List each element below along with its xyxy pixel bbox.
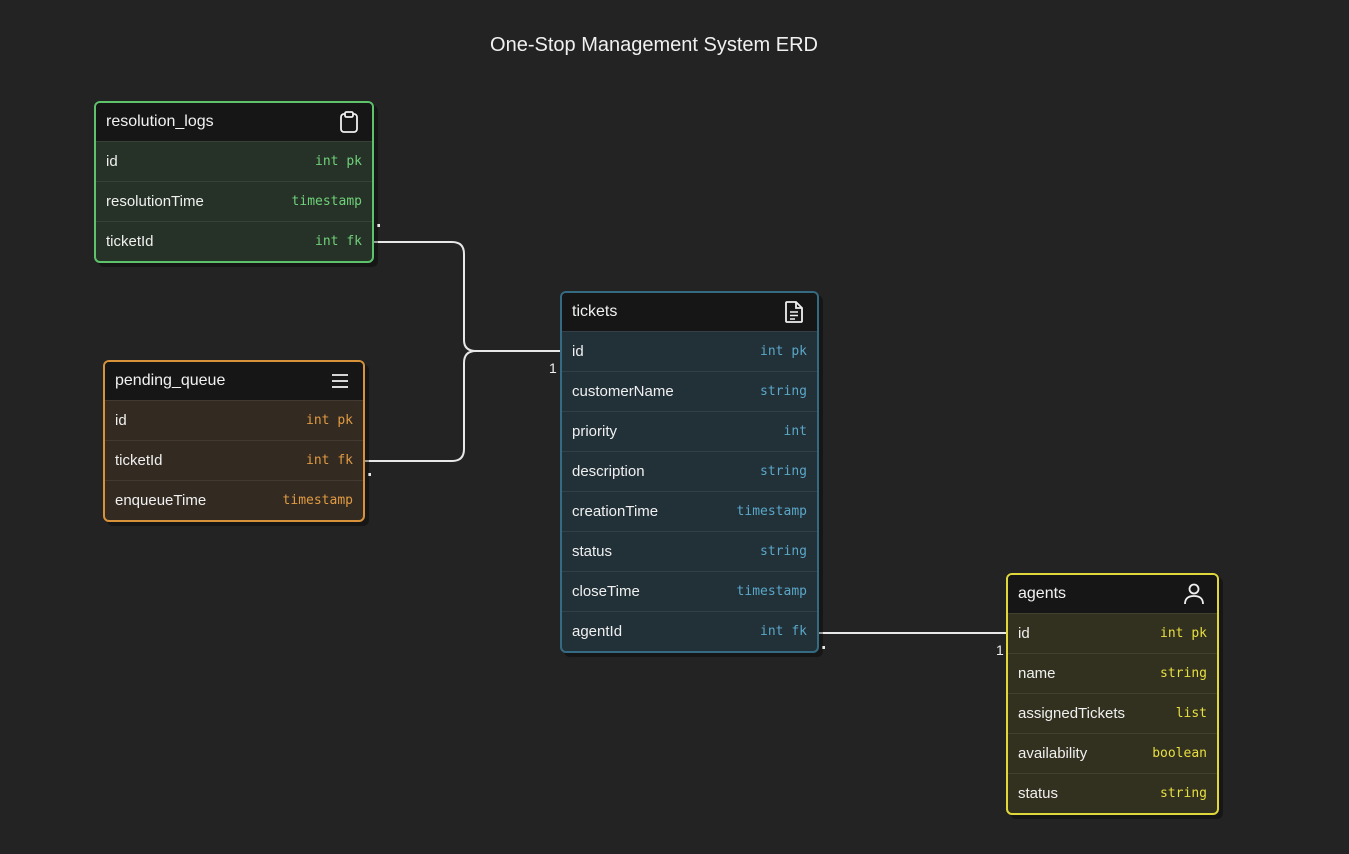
column-name: customerName <box>572 383 674 400</box>
table-row[interactable]: enqueueTime timestamp <box>105 480 363 520</box>
table-row[interactable]: id int pk <box>105 400 363 440</box>
table-row[interactable]: resolutionTime timestamp <box>96 181 372 221</box>
column-type: list <box>1175 706 1207 721</box>
column-type: string <box>760 464 807 479</box>
many-marker <box>822 646 825 649</box>
many-marker <box>377 224 380 227</box>
column-name: availability <box>1018 745 1088 762</box>
table-row[interactable]: description string <box>562 451 817 491</box>
column-name: ticketId <box>106 233 154 250</box>
table-name: resolution_logs <box>106 113 214 130</box>
column-type: timestamp <box>291 194 362 209</box>
table-row[interactable]: name string <box>1008 653 1217 693</box>
column-name: name <box>1018 665 1056 682</box>
table-row[interactable]: customerName string <box>562 371 817 411</box>
list-icon <box>327 368 353 394</box>
column-type: int pk <box>306 413 353 428</box>
column-name: priority <box>572 423 618 440</box>
column-type: int pk <box>315 154 362 169</box>
table-pending-queue[interactable]: pending_queue id int pk ticketId int fk en… <box>103 360 365 522</box>
table-row[interactable]: ticketId int fk <box>105 440 363 480</box>
user-icon <box>1181 581 1207 607</box>
column-type: int pk <box>760 344 807 359</box>
table-tickets[interactable]: tickets id int pk customerName string prio… <box>560 291 819 653</box>
table-resolution-logs[interactable]: resolution_logs id int pk resolutionTime t… <box>94 101 374 263</box>
column-name: description <box>572 463 645 480</box>
column-name: id <box>106 153 118 170</box>
cardinality-label: 1 <box>996 642 1004 658</box>
clipboard-icon <box>336 109 362 135</box>
table-row[interactable]: id int pk <box>96 141 372 181</box>
document-icon <box>781 299 807 325</box>
column-name: status <box>572 543 613 560</box>
column-type: string <box>760 384 807 399</box>
column-type: string <box>1160 666 1207 681</box>
edge-pending-queue-to-tickets <box>355 350 566 462</box>
column-name: assignedTickets <box>1018 705 1125 722</box>
table-row[interactable]: status string <box>1008 773 1217 813</box>
table-header[interactable]: agents <box>1008 575 1217 613</box>
edge-resolution-logs-to-tickets <box>366 241 566 352</box>
column-type: int pk <box>1160 626 1207 641</box>
column-name: enqueueTime <box>115 492 207 509</box>
table-row[interactable]: creationTime timestamp <box>562 491 817 531</box>
column-type: string <box>1160 786 1207 801</box>
column-type: timestamp <box>736 584 807 599</box>
table-header[interactable]: pending_queue <box>105 362 363 400</box>
table-row[interactable]: assignedTickets list <box>1008 693 1217 733</box>
table-header[interactable]: resolution_logs <box>96 103 372 141</box>
table-name: pending_queue <box>115 372 226 389</box>
table-row[interactable]: closeTime timestamp <box>562 571 817 611</box>
column-type: int fk <box>306 453 353 468</box>
table-header[interactable]: tickets <box>562 293 817 331</box>
cardinality-label: 1 <box>549 360 557 376</box>
column-name: resolutionTime <box>106 193 204 210</box>
column-name: closeTime <box>572 583 640 600</box>
column-name: status <box>1018 785 1059 802</box>
column-name: id <box>115 412 127 429</box>
column-name: id <box>572 343 584 360</box>
table-row[interactable]: id int pk <box>562 331 817 371</box>
diagram-title: One-Stop Management System ERD <box>490 34 818 56</box>
column-type: string <box>760 544 807 559</box>
column-name: ticketId <box>115 452 163 469</box>
table-row[interactable]: ticketId int fk <box>96 221 372 261</box>
column-type: int <box>783 424 807 439</box>
table-row[interactable]: id int pk <box>1008 613 1217 653</box>
column-type: timestamp <box>736 504 807 519</box>
column-name: creationTime <box>572 503 659 520</box>
column-name: id <box>1018 625 1030 642</box>
table-row[interactable]: agentId int fk <box>562 611 817 651</box>
column-type: int fk <box>760 624 807 639</box>
table-name: agents <box>1018 585 1067 602</box>
column-type: boolean <box>1152 746 1207 761</box>
table-row[interactable]: status string <box>562 531 817 571</box>
table-name: tickets <box>572 303 618 320</box>
column-type: timestamp <box>282 493 353 508</box>
table-agents[interactable]: agents id int pk name string assignedTicke… <box>1006 573 1219 815</box>
table-row[interactable]: priority int <box>562 411 817 451</box>
many-marker <box>368 473 371 476</box>
column-type: int fk <box>315 234 362 249</box>
table-row[interactable]: availability boolean <box>1008 733 1217 773</box>
column-name: agentId <box>572 623 623 640</box>
